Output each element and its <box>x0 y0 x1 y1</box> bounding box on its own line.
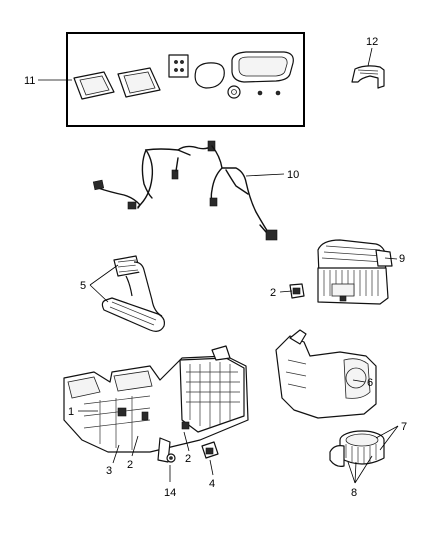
part-12-bracket <box>351 65 385 89</box>
seal-gasket-1 <box>73 71 115 100</box>
seal-foam-pad <box>194 62 225 89</box>
callout-12: 12 <box>366 36 378 48</box>
seal-plug-2 <box>275 90 281 96</box>
part-1-hvac-housing <box>63 345 249 463</box>
callout-10: 10 <box>287 169 299 181</box>
callout-14: 14 <box>164 487 176 499</box>
part-14-fastener <box>166 453 176 463</box>
seal-kit-box <box>66 32 305 127</box>
part-6-case-half <box>275 329 377 419</box>
seal-kit-group <box>66 32 305 127</box>
callout-7: 7 <box>401 421 407 433</box>
part-5-heater-core <box>101 255 165 332</box>
callout-9: 9 <box>399 253 405 265</box>
callout-1: 1 <box>68 406 74 418</box>
callout-11: 11 <box>24 75 35 87</box>
part-4-sensor <box>201 441 219 459</box>
callout-8: 8 <box>351 487 357 499</box>
seal-round <box>227 85 241 99</box>
seal-plate <box>168 54 189 78</box>
seal-gasket-2 <box>117 67 161 98</box>
callout-4: 4 <box>209 478 215 490</box>
part-9-mode-housing <box>317 239 393 305</box>
part-10-wiring-harness <box>92 140 278 241</box>
callout-labels: 11 12 10 9 2 5 1 6 7 8 3 2 2 14 4 <box>24 36 407 499</box>
callout-6: 6 <box>367 377 373 389</box>
part-7-blower-motor <box>329 430 385 467</box>
callout-3: 3 <box>106 465 112 477</box>
callout-2-upper: 2 <box>270 287 276 299</box>
part-2-clip-upper <box>289 283 305 299</box>
seal-plug-1 <box>257 90 263 96</box>
callout-2-lower-right: 2 <box>185 453 191 465</box>
seal-long-gasket <box>231 51 294 83</box>
callout-5: 5 <box>80 280 86 292</box>
callout-2-lower-left: 2 <box>127 459 133 471</box>
leader-lines <box>38 47 399 484</box>
